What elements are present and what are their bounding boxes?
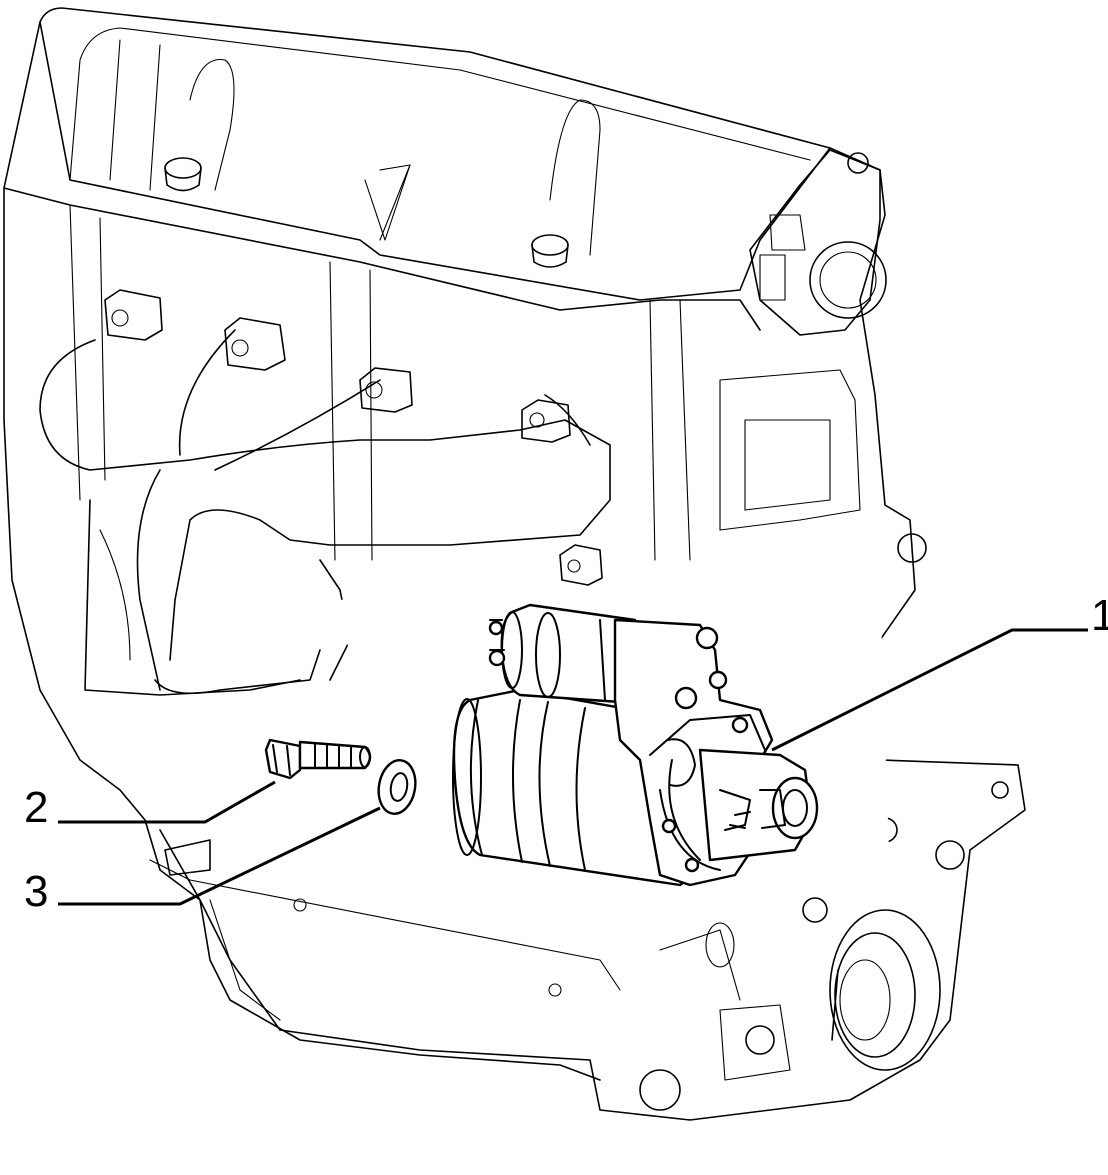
washer xyxy=(377,759,417,815)
manifold-nut-2 xyxy=(224,317,286,371)
solenoid-terminal-upper xyxy=(488,619,504,636)
engine-block xyxy=(3,7,1026,1121)
leader-1 xyxy=(771,628,1088,752)
callout-1: 1 xyxy=(1091,591,1108,640)
leader-lines xyxy=(58,628,1088,906)
leader-3 xyxy=(58,806,381,906)
callout-2: 2 xyxy=(24,783,48,832)
manifold-nut-5 xyxy=(559,544,603,586)
starter-motor xyxy=(452,603,819,887)
cover-bolt-left xyxy=(164,157,202,192)
mounting-bolt xyxy=(264,738,372,780)
callout-3: 3 xyxy=(24,867,48,916)
cover-bolt-right xyxy=(531,234,569,268)
manifold-nut-3 xyxy=(359,367,413,413)
leader-2 xyxy=(58,780,276,824)
solenoid-terminal-lower xyxy=(488,649,506,667)
manifold-nut-1 xyxy=(104,289,163,341)
manifold-nut-4 xyxy=(521,399,571,443)
